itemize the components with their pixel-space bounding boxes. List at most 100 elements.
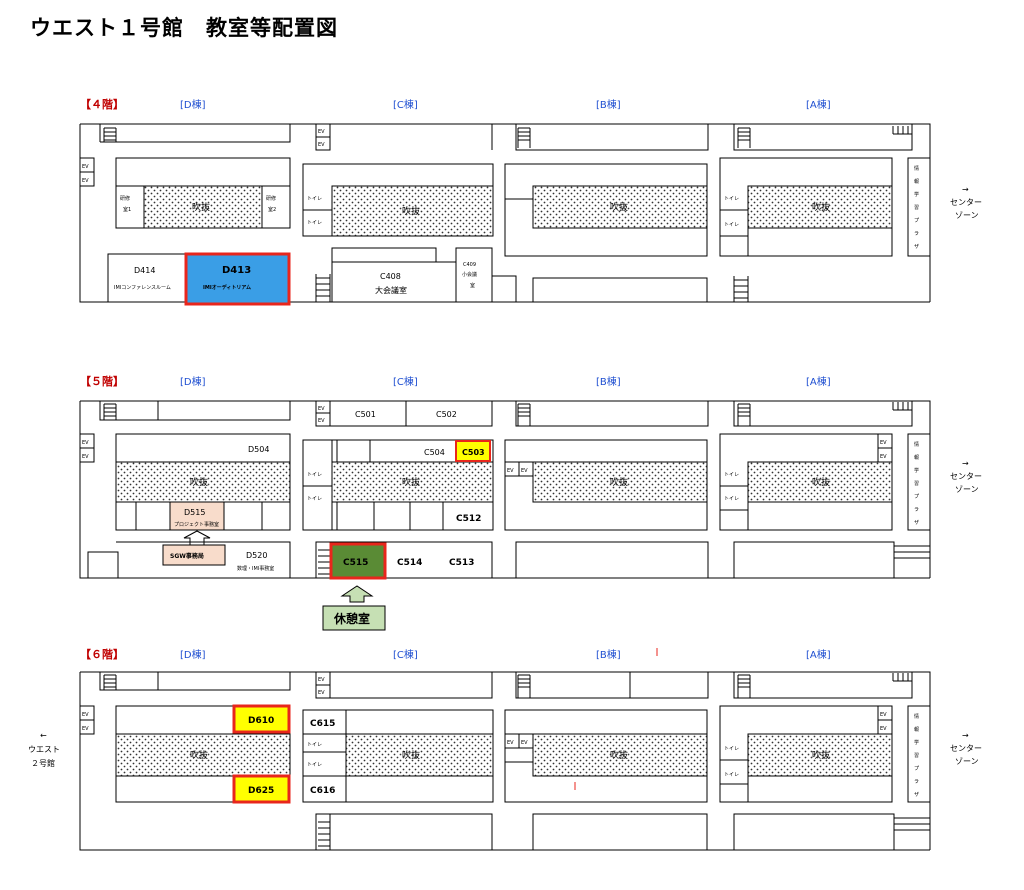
room-c514: C514	[397, 558, 422, 568]
toilet-label: トイレ	[307, 196, 322, 202]
atrium-label: 吹抜	[610, 201, 628, 213]
kenshu1-label: 室1	[123, 206, 131, 213]
atrium-label: 吹抜	[812, 749, 830, 761]
room-d504: D504	[248, 445, 269, 454]
svg-text:情: 情	[914, 713, 919, 720]
floor-6: 【６階】 [D棟] [C棟] [B棟] [A棟] EV EV EV EV 吹抜 …	[28, 647, 982, 851]
kenshu2-label: 室2	[268, 206, 276, 213]
ev-label: EV	[82, 164, 89, 170]
room-c504: C504	[424, 448, 445, 457]
svg-text:ゾーン: ゾーン	[955, 211, 979, 220]
center-zone-label: → センター ゾーン	[950, 185, 982, 220]
atrium-label: 吹抜	[610, 476, 628, 488]
building-a-label: [A棟]	[806, 648, 831, 661]
svg-text:センター: センター	[950, 472, 982, 481]
sgw-office-label: SGW事務局	[170, 552, 204, 560]
room-c409-code: C409	[463, 262, 476, 268]
atrium-label: 吹抜	[190, 476, 208, 488]
building-c-label: [C棟]	[393, 648, 418, 661]
room-c501: C501	[355, 410, 376, 419]
room-d414-name: IMIコンファレンスルーム	[114, 285, 171, 291]
room-d610-code: D610	[248, 716, 274, 726]
room-c503[interactable]: C503	[455, 440, 491, 462]
ev-label: EV	[880, 712, 887, 718]
arrow-up-icon	[183, 530, 211, 546]
svg-text:→: →	[962, 731, 969, 740]
building-c-label: [C棟]	[393, 375, 418, 388]
room-c615: C615	[310, 719, 335, 729]
atrium-label: 吹抜	[402, 749, 420, 761]
atrium-label: 吹抜	[402, 205, 420, 217]
room-c409-name2: 室	[470, 282, 475, 289]
ev-label: EV	[82, 178, 89, 184]
ev-label: EV	[82, 454, 89, 460]
svg-text:ゾーン: ゾーン	[955, 757, 979, 766]
toilet-label: トイレ	[724, 196, 739, 202]
toilet-label: トイレ	[307, 496, 322, 502]
toilet-label: トイレ	[307, 742, 322, 748]
room-d413[interactable]: D413 IMIオーディトリアム	[184, 252, 291, 306]
room-c503-code: C503	[462, 448, 485, 457]
floor-4-label: 【４階】	[80, 97, 124, 111]
building-d-label: [D棟]	[180, 375, 206, 388]
ev-label: EV	[521, 468, 528, 474]
toilet-label: トイレ	[724, 746, 739, 752]
ev-label: EV	[318, 129, 325, 135]
atrium-label: 吹抜	[192, 201, 210, 213]
svg-text:ラ: ラ	[914, 779, 919, 785]
toilet-label: トイレ	[307, 472, 322, 478]
svg-text:→: →	[962, 185, 969, 194]
room-d625[interactable]: D625	[232, 774, 291, 804]
svg-text:プ: プ	[914, 218, 919, 224]
room-d515-code: D515	[184, 508, 205, 517]
atrium-label: 吹抜	[610, 749, 628, 761]
ev-label: EV	[507, 468, 514, 474]
arrow-up-icon	[340, 585, 374, 603]
west-2-label: ← ウエスト ２号館	[28, 731, 60, 768]
room-d610[interactable]: D610	[232, 704, 291, 734]
info-plaza-label: 情 報 学 習 プ ラ ザ	[914, 713, 919, 798]
building-b-label: [B棟]	[596, 375, 621, 388]
building-d-label: [D棟]	[180, 648, 206, 661]
svg-text:情: 情	[914, 165, 919, 172]
svg-text:センター: センター	[950, 744, 982, 753]
ev-label: EV	[82, 440, 89, 446]
sgw-office[interactable]: SGW事務局	[162, 544, 226, 566]
svg-text:→: →	[962, 459, 969, 468]
building-b-label: [B棟]	[596, 98, 621, 111]
ev-label: EV	[880, 454, 887, 460]
svg-text:ラ: ラ	[914, 231, 919, 237]
svg-text:習: 習	[914, 753, 919, 759]
room-c515[interactable]: C515	[329, 542, 387, 580]
svg-text:習: 習	[914, 205, 919, 211]
svg-text:ゾーン: ゾーン	[955, 485, 979, 494]
center-zone-label: → センター ゾーン	[950, 459, 982, 494]
svg-text:ラ: ラ	[914, 507, 919, 513]
room-c408-name: 大会議室	[375, 285, 407, 295]
svg-text:ウエスト: ウエスト	[28, 745, 60, 754]
room-d414-code: D414	[134, 266, 155, 275]
svg-text:プ: プ	[914, 494, 919, 500]
rest-room-text: 休憩室	[333, 611, 370, 626]
svg-text:報: 報	[914, 455, 919, 461]
ev-label: EV	[318, 142, 325, 148]
ev-label: EV	[318, 677, 325, 683]
ev-label: EV	[318, 418, 325, 424]
ev-label: EV	[507, 740, 514, 746]
ev-label: EV	[82, 726, 89, 732]
rest-room-label[interactable]: 休憩室	[322, 605, 386, 631]
room-d625-code: D625	[248, 786, 274, 796]
floor-5-label: 【５階】	[80, 374, 124, 388]
svg-text:←: ←	[40, 731, 47, 740]
svg-text:ザ: ザ	[914, 792, 919, 798]
room-d413-code: D413	[222, 265, 251, 276]
floor-5: 【５階】 [D棟] [C棟] [B棟] [A棟] EV EV C501 C502…	[79, 374, 982, 631]
ev-label: EV	[521, 740, 528, 746]
kenshu1-label: 研修	[120, 195, 130, 202]
room-d520-name: 数理・IMI事務室	[237, 565, 274, 572]
room-d515[interactable]: D515 プロジェクト事務室	[169, 501, 225, 531]
room-d520-code: D520	[246, 551, 267, 560]
ev-label: EV	[880, 726, 887, 732]
room-c408-code: C408	[380, 272, 401, 281]
